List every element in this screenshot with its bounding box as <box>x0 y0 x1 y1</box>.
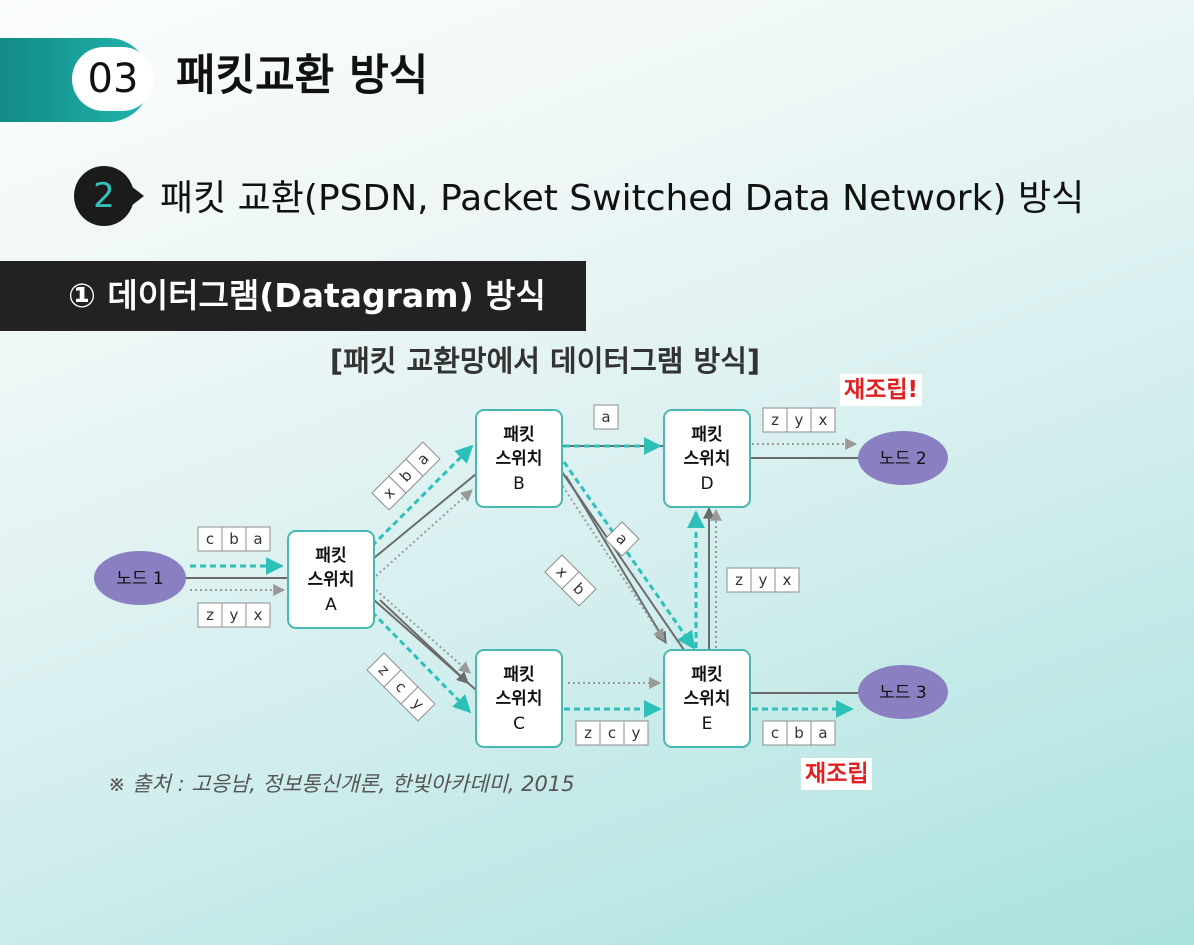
switch-b-line1: 패킷 <box>503 425 534 445</box>
packet-label: x <box>783 571 792 589</box>
packet-label: a <box>601 408 610 426</box>
source-citation: ※ 출처 : 고응남, 정보통신개론, 한빛아카데미, 2015 <box>108 772 575 796</box>
packet-label: y <box>230 606 239 624</box>
packet-label: a <box>253 530 262 548</box>
packet-cell <box>810 720 836 746</box>
packet-label: b <box>229 530 239 548</box>
teal-flows <box>190 437 854 718</box>
switch-e: 패킷 스위치 E <box>663 649 751 748</box>
subsection-arrow-icon <box>131 186 144 206</box>
dotted-flows <box>190 438 858 689</box>
switch-c-line1: 패킷 <box>503 665 534 685</box>
packet-cell <box>599 720 625 746</box>
packet-label: z <box>206 606 214 624</box>
packet-cell <box>561 571 597 607</box>
link-a-b <box>373 473 477 559</box>
packet-group-b-to-e-a: a <box>604 521 640 557</box>
packet-cell <box>774 567 800 593</box>
switch-c: 패킷 스위치 C <box>475 649 563 748</box>
switch-a-line2: 스위치 <box>308 570 355 590</box>
packet-label: x <box>819 411 828 429</box>
node-3: 노드 3 <box>858 665 948 719</box>
packet-label: z <box>584 724 592 742</box>
packet-label: y <box>759 571 768 589</box>
packet-cell <box>810 407 836 433</box>
packet-label: x <box>254 606 263 624</box>
switch-a-letter: A <box>325 595 337 615</box>
node-3-label: 노드 3 <box>879 683 927 703</box>
packet-group-a-to-c: zcy <box>366 652 436 722</box>
switch-a-line1: 패킷 <box>315 546 346 566</box>
packet-cell <box>400 686 436 722</box>
switch-d-line1: 패킷 <box>691 425 722 445</box>
packet-label: y <box>795 411 804 429</box>
packet-label: z <box>771 411 779 429</box>
packet-cell <box>762 407 788 433</box>
switch-e-letter: E <box>702 714 713 734</box>
packet-label: y <box>632 724 641 742</box>
section-title: 패킷교환 방식 <box>176 51 429 101</box>
switch-b-letter: B <box>513 474 525 494</box>
switch-e-line2: 스위치 <box>684 689 731 709</box>
switch-c-line2: 스위치 <box>496 689 543 709</box>
packet-label: c <box>771 724 779 742</box>
method-title: ① 데이터그램(Datagram) 방식 <box>68 276 546 315</box>
packet-label: b <box>794 724 804 742</box>
packet-label: c <box>608 724 616 742</box>
reassembly-label-bottom: 재조립 <box>801 758 873 790</box>
method-title-bar <box>0 261 586 331</box>
switch-d: 패킷 스위치 D <box>663 409 751 508</box>
switch-a: 패킷 스위치 A <box>287 530 375 629</box>
subsection-number-badge: 2 <box>74 166 134 226</box>
packet-cell <box>593 404 619 430</box>
packet-cell <box>245 526 271 552</box>
section-number: 03 <box>72 47 154 111</box>
switch-d-line2: 스위치 <box>684 449 731 469</box>
packet-cell <box>405 441 441 477</box>
link-b-e-arrow <box>565 475 667 645</box>
node-1-label: 노드 1 <box>116 569 164 589</box>
subsection-title: 패킷 교환(PSDN, Packet Switched Data Network… <box>160 178 1085 219</box>
switch-d-letter: D <box>700 474 713 494</box>
packet-group-b-to-d: a <box>593 404 619 430</box>
packet-label: z <box>735 571 743 589</box>
packet-label: c <box>206 530 214 548</box>
switch-e-line1: 패킷 <box>691 665 722 685</box>
node-2-label: 노드 2 <box>879 449 927 469</box>
packet-cell <box>726 567 752 593</box>
packet-cell <box>786 720 812 746</box>
packet-group-b-to-e-xb: xb <box>544 554 597 607</box>
node-1: 노드 1 <box>94 551 186 605</box>
node-2: 노드 2 <box>858 431 948 485</box>
diagram-caption: [패킷 교환망에서 데이터그램 방식] <box>329 344 761 378</box>
packet-cell <box>245 602 271 628</box>
packet-cell <box>604 521 640 557</box>
link-a-c-arrow <box>379 599 469 684</box>
packet-cell <box>575 720 601 746</box>
packet-cell <box>197 602 223 628</box>
switch-c-letter: C <box>513 714 525 734</box>
packet-group-a-to-b: xba <box>371 441 441 511</box>
packet-label: a <box>818 724 827 742</box>
switch-b-line2: 스위치 <box>496 449 543 469</box>
reassembly-label-top: 재조립! <box>840 374 922 406</box>
packet-cell <box>623 720 649 746</box>
switch-b: 패킷 스위치 B <box>475 409 563 508</box>
